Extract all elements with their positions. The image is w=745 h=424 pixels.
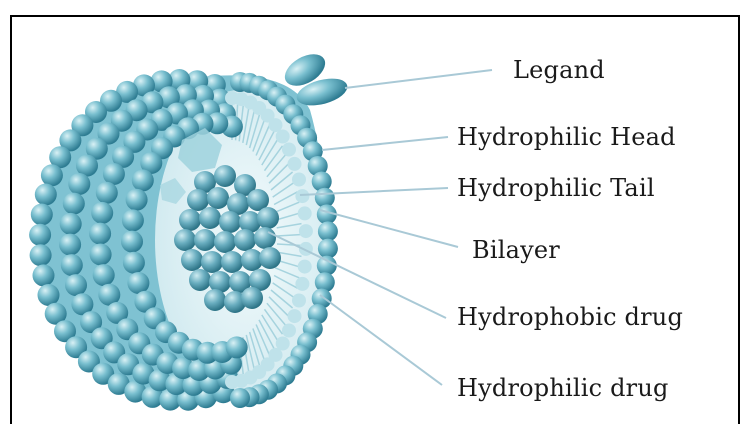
leader-line-bilayer xyxy=(320,210,458,247)
lipid-bead xyxy=(41,164,63,186)
lipid-bead xyxy=(123,252,145,274)
hydrophobic-drug-bead xyxy=(199,207,221,229)
hydrophobic-drug-bead xyxy=(189,269,211,291)
lipid-bead xyxy=(38,284,60,306)
leader-line-hydrophilic-drug xyxy=(320,295,442,385)
lipid-bead xyxy=(132,169,154,191)
hydrophilic-head-bead xyxy=(318,239,338,259)
lipid-bead xyxy=(90,244,112,266)
lipid-bead xyxy=(91,202,113,224)
hydrophobic-drug-bead xyxy=(214,165,236,187)
hydrophobic-drug-bead xyxy=(257,207,279,229)
lipid-bead xyxy=(93,264,115,286)
label-hydrophilic-tail: Hydrophilic Tail xyxy=(457,174,655,202)
leader-line-hydrophilic-head xyxy=(322,137,448,150)
lipid-bead xyxy=(122,209,144,231)
lipid-bead xyxy=(96,182,118,204)
hydrophobic-drug-bead xyxy=(207,187,229,209)
hydrophobic-drug-bead xyxy=(174,229,196,251)
lipid-bead xyxy=(33,264,55,286)
lipid-bead xyxy=(65,274,87,296)
hydrophobic-drug-bead xyxy=(221,251,243,273)
hydrophilic-head-bead xyxy=(295,277,309,291)
hydrophilic-head-bead xyxy=(298,206,312,220)
label-ligand: Legand xyxy=(513,56,605,84)
lipid-bead xyxy=(59,234,81,256)
hydrophilic-head-bead xyxy=(225,375,239,389)
hydrophilic-head-bead xyxy=(282,143,296,157)
hydrophobic-drug-bead xyxy=(204,289,226,311)
hydrophobic-drug-bead xyxy=(181,249,203,271)
hydrophobic-drug-bead xyxy=(179,209,201,231)
hydrophilic-head-bead xyxy=(230,388,250,408)
hydrophilic-head-bead xyxy=(298,260,312,274)
hydrophilic-head-bead xyxy=(292,173,306,187)
lipid-bead xyxy=(127,272,149,294)
hydrophobic-drug-bead xyxy=(219,211,241,233)
leader-line-ligand xyxy=(345,70,492,88)
lipid-bead xyxy=(63,193,85,215)
hydrophobic-drug-bead xyxy=(234,229,256,251)
lipid-bead xyxy=(30,244,52,266)
hydrophobic-drug-bead xyxy=(259,247,281,269)
lipid-bead xyxy=(31,204,53,226)
hydrophilic-head-bead xyxy=(288,309,302,323)
label-hydrophobic-drug: Hydrophobic drug xyxy=(457,303,683,331)
lipid-bead xyxy=(126,189,148,211)
lipid-bead xyxy=(29,224,51,246)
label-hydrophilic-drug: Hydrophilic drug xyxy=(457,374,669,402)
hydrophobic-drug-bead xyxy=(254,227,276,249)
label-bilayer: Bilayer xyxy=(472,236,560,264)
hydrophilic-head-bead xyxy=(318,221,338,241)
hydrophobic-drug-bead xyxy=(241,287,263,309)
hydrophobic-drug-bead xyxy=(187,189,209,211)
lipid-bead xyxy=(89,223,111,245)
lipid-bead xyxy=(68,173,90,195)
label-hydrophilic-head: Hydrophilic Head xyxy=(457,123,676,151)
lipid-bead xyxy=(35,184,57,206)
hydrophobic-drug-bead xyxy=(214,231,236,253)
hydrophilic-head-bead xyxy=(299,224,313,238)
hydrophobic-drug-bead xyxy=(201,251,223,273)
hydrophilic-head-bead xyxy=(295,189,309,203)
lipid-bead xyxy=(121,231,143,253)
lipid-bead xyxy=(226,336,248,358)
lipid-bead xyxy=(60,213,82,235)
hydrophilic-head-bead xyxy=(276,130,290,144)
lipid-bead xyxy=(103,163,125,185)
hydrophobic-drug-bead xyxy=(194,229,216,251)
hydrophilic-head-bead xyxy=(282,324,296,338)
lipid-bead xyxy=(61,254,83,276)
liposome-body xyxy=(29,48,350,411)
hydrophilic-head-bead xyxy=(288,157,302,171)
hydrophilic-head-bead xyxy=(292,294,306,308)
